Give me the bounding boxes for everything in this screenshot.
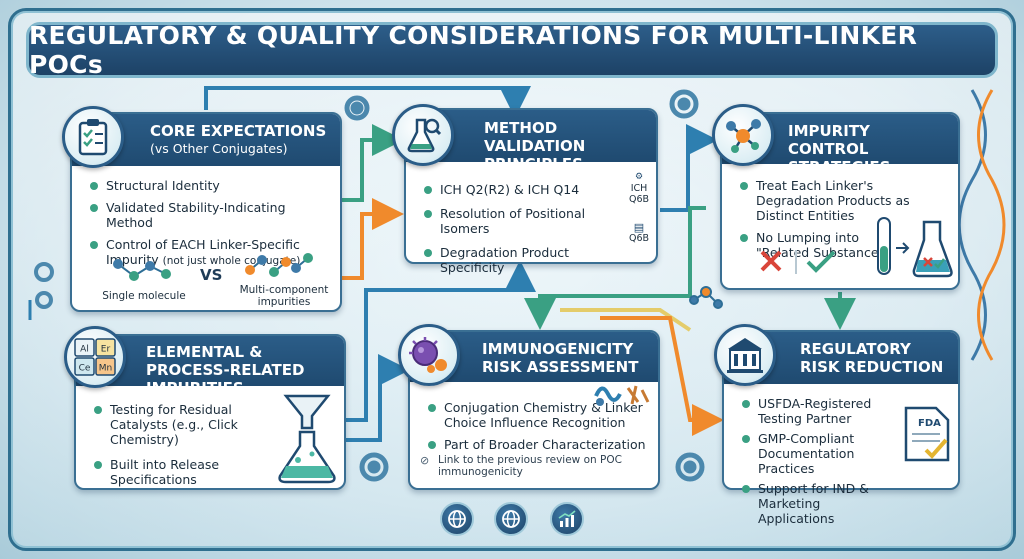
gear-icon xyxy=(344,95,370,121)
gear-icon xyxy=(359,452,389,482)
regulatory-risk-list: USFDA-Registered Testing Partner GMP-Com… xyxy=(742,396,892,533)
test-tube-flask-icon xyxy=(877,217,953,278)
elemental-impurities-list: Testing for Residual Catalysts (e.g., Cl… xyxy=(94,402,244,494)
gear-icon xyxy=(34,262,54,309)
molecule-icon xyxy=(689,286,723,309)
cross-icon xyxy=(760,250,782,272)
list-item: Treat Each Linker's Degradation Products… xyxy=(740,178,946,223)
q6b-document-icon: ▤ Q6B xyxy=(624,222,654,244)
list-item: Structural Identity xyxy=(90,178,330,193)
method-validation-title: METHOD VALIDATION PRINCIPLES xyxy=(484,119,586,173)
immunogenicity-list: Conjugation Chemistry & Linker Choice In… xyxy=(428,400,652,459)
globe-icon xyxy=(494,502,528,536)
impurity-control-list: Treat Each Linker's Degradation Products… xyxy=(740,178,946,267)
arrow-elemental-to-method xyxy=(346,260,536,422)
link-icon: ⊘ xyxy=(420,454,430,467)
core-expectations-subtitle: (vs Other Conjugates) xyxy=(150,141,288,156)
fda-building-icon xyxy=(714,324,776,386)
list-item: Built into Release Specifications xyxy=(94,457,244,487)
arrow-orange-to-regulatory xyxy=(600,316,724,436)
core-expectations-card: CORE EXPECTATIONS (vs Other Conjugates) … xyxy=(70,112,342,312)
cross-check-icons xyxy=(760,250,836,274)
list-item: Degradation Product Specificity xyxy=(424,245,616,275)
gear-icon xyxy=(675,452,705,482)
regulatory-risk-card: REGULATORY RISK REDUCTION USFDA-Register… xyxy=(722,330,960,526)
arrow-core-to-method-orange xyxy=(342,198,404,280)
vs-label: VS xyxy=(200,266,223,284)
arrow-yellow-impurity xyxy=(560,308,692,332)
list-item: GMP-Compliant Documentation Practices xyxy=(742,431,892,476)
immunogenicity-link-note[interactable]: Link to the previous review on POC immun… xyxy=(438,454,622,478)
arrow-method-to-impurity xyxy=(660,124,718,212)
list-item: Validated Stability-Indicating Method xyxy=(90,200,330,230)
method-validation-list: ICH Q2(R2) & ICH Q14 Resolution of Posit… xyxy=(424,182,616,282)
check-icon xyxy=(806,250,836,273)
list-item-text: No Lumping into "Related Substances" xyxy=(756,230,891,260)
molecule-squiggle-icon xyxy=(594,385,650,406)
flask-magnifier-icon xyxy=(392,104,454,166)
immune-cell-icon xyxy=(398,324,460,386)
list-item: No Lumping into "Related Substances" xyxy=(740,230,946,260)
single-molecule-icon xyxy=(113,259,171,281)
multi-component-caption: Multi-component impurities xyxy=(239,284,329,308)
list-item: Resolution of Positional Isomers xyxy=(424,206,616,236)
page-title: REGULATORY & QUALITY CONSIDERATIONS FOR … xyxy=(29,21,918,79)
fda-document-icon: FDA xyxy=(904,406,950,462)
ich-label: ICH xyxy=(630,183,648,194)
multi-component-icon xyxy=(245,253,313,277)
clipboard-checklist-icon xyxy=(62,106,124,168)
q6b-label: Q6B xyxy=(628,194,650,205)
impurity-control-title: IMPURITY CONTROL STRATEGIES xyxy=(788,122,891,176)
elemental-impurities-title: ELEMENTAL & PROCESS-RELATED IMPURITIES xyxy=(146,343,305,397)
element-al: Al xyxy=(80,345,89,355)
funnel-flask-icon xyxy=(278,394,336,484)
regulatory-risk-title: REGULATORY RISK REDUCTION xyxy=(800,340,944,376)
list-item: ICH Q2(R2) & ICH Q14 xyxy=(424,182,616,197)
single-molecule-caption: Single molecule xyxy=(102,290,186,302)
periodic-table-icon: Al Er Ce Mn xyxy=(64,326,126,388)
fda-label: FDA xyxy=(918,418,941,429)
core-expectations-list: Structural Identity Validated Stability-… xyxy=(90,178,330,269)
element-ce: Ce xyxy=(79,364,91,374)
list-item: Support for IND & Marketing Applications xyxy=(742,481,892,526)
core-expectations-title: CORE EXPECTATIONS xyxy=(150,122,327,140)
gear-icon xyxy=(669,89,699,119)
arrow-green-impurity-to-immuno xyxy=(524,206,706,330)
list-item: USFDA-Registered Testing Partner xyxy=(742,396,892,426)
list-item: Conjugation Chemistry & Linker Choice In… xyxy=(428,400,652,430)
ich-document-icon: ⚙ ICH Q6B xyxy=(624,172,654,205)
title-bar: REGULATORY & QUALITY CONSIDERATIONS FOR … xyxy=(26,21,998,79)
list-item: Testing for Residual Catalysts (e.g., Cl… xyxy=(94,402,244,447)
element-er: Er xyxy=(101,345,111,355)
dna-helix-icon xyxy=(957,89,1006,361)
immunogenicity-title: IMMUNOGENICITY RISK ASSESSMENT xyxy=(482,340,639,376)
arrow-core-to-method-green xyxy=(342,124,404,202)
globe-icon xyxy=(440,502,474,536)
arrow-core-to-method-top xyxy=(204,86,531,118)
growth-chart-icon xyxy=(550,502,584,536)
arrow-elemental-to-immuno xyxy=(346,354,410,442)
element-mn: Mn xyxy=(99,364,112,374)
q6b-label: Q6B xyxy=(628,233,650,244)
list-item: Part of Broader Characterization xyxy=(428,437,652,452)
molecule-icon xyxy=(712,104,774,166)
